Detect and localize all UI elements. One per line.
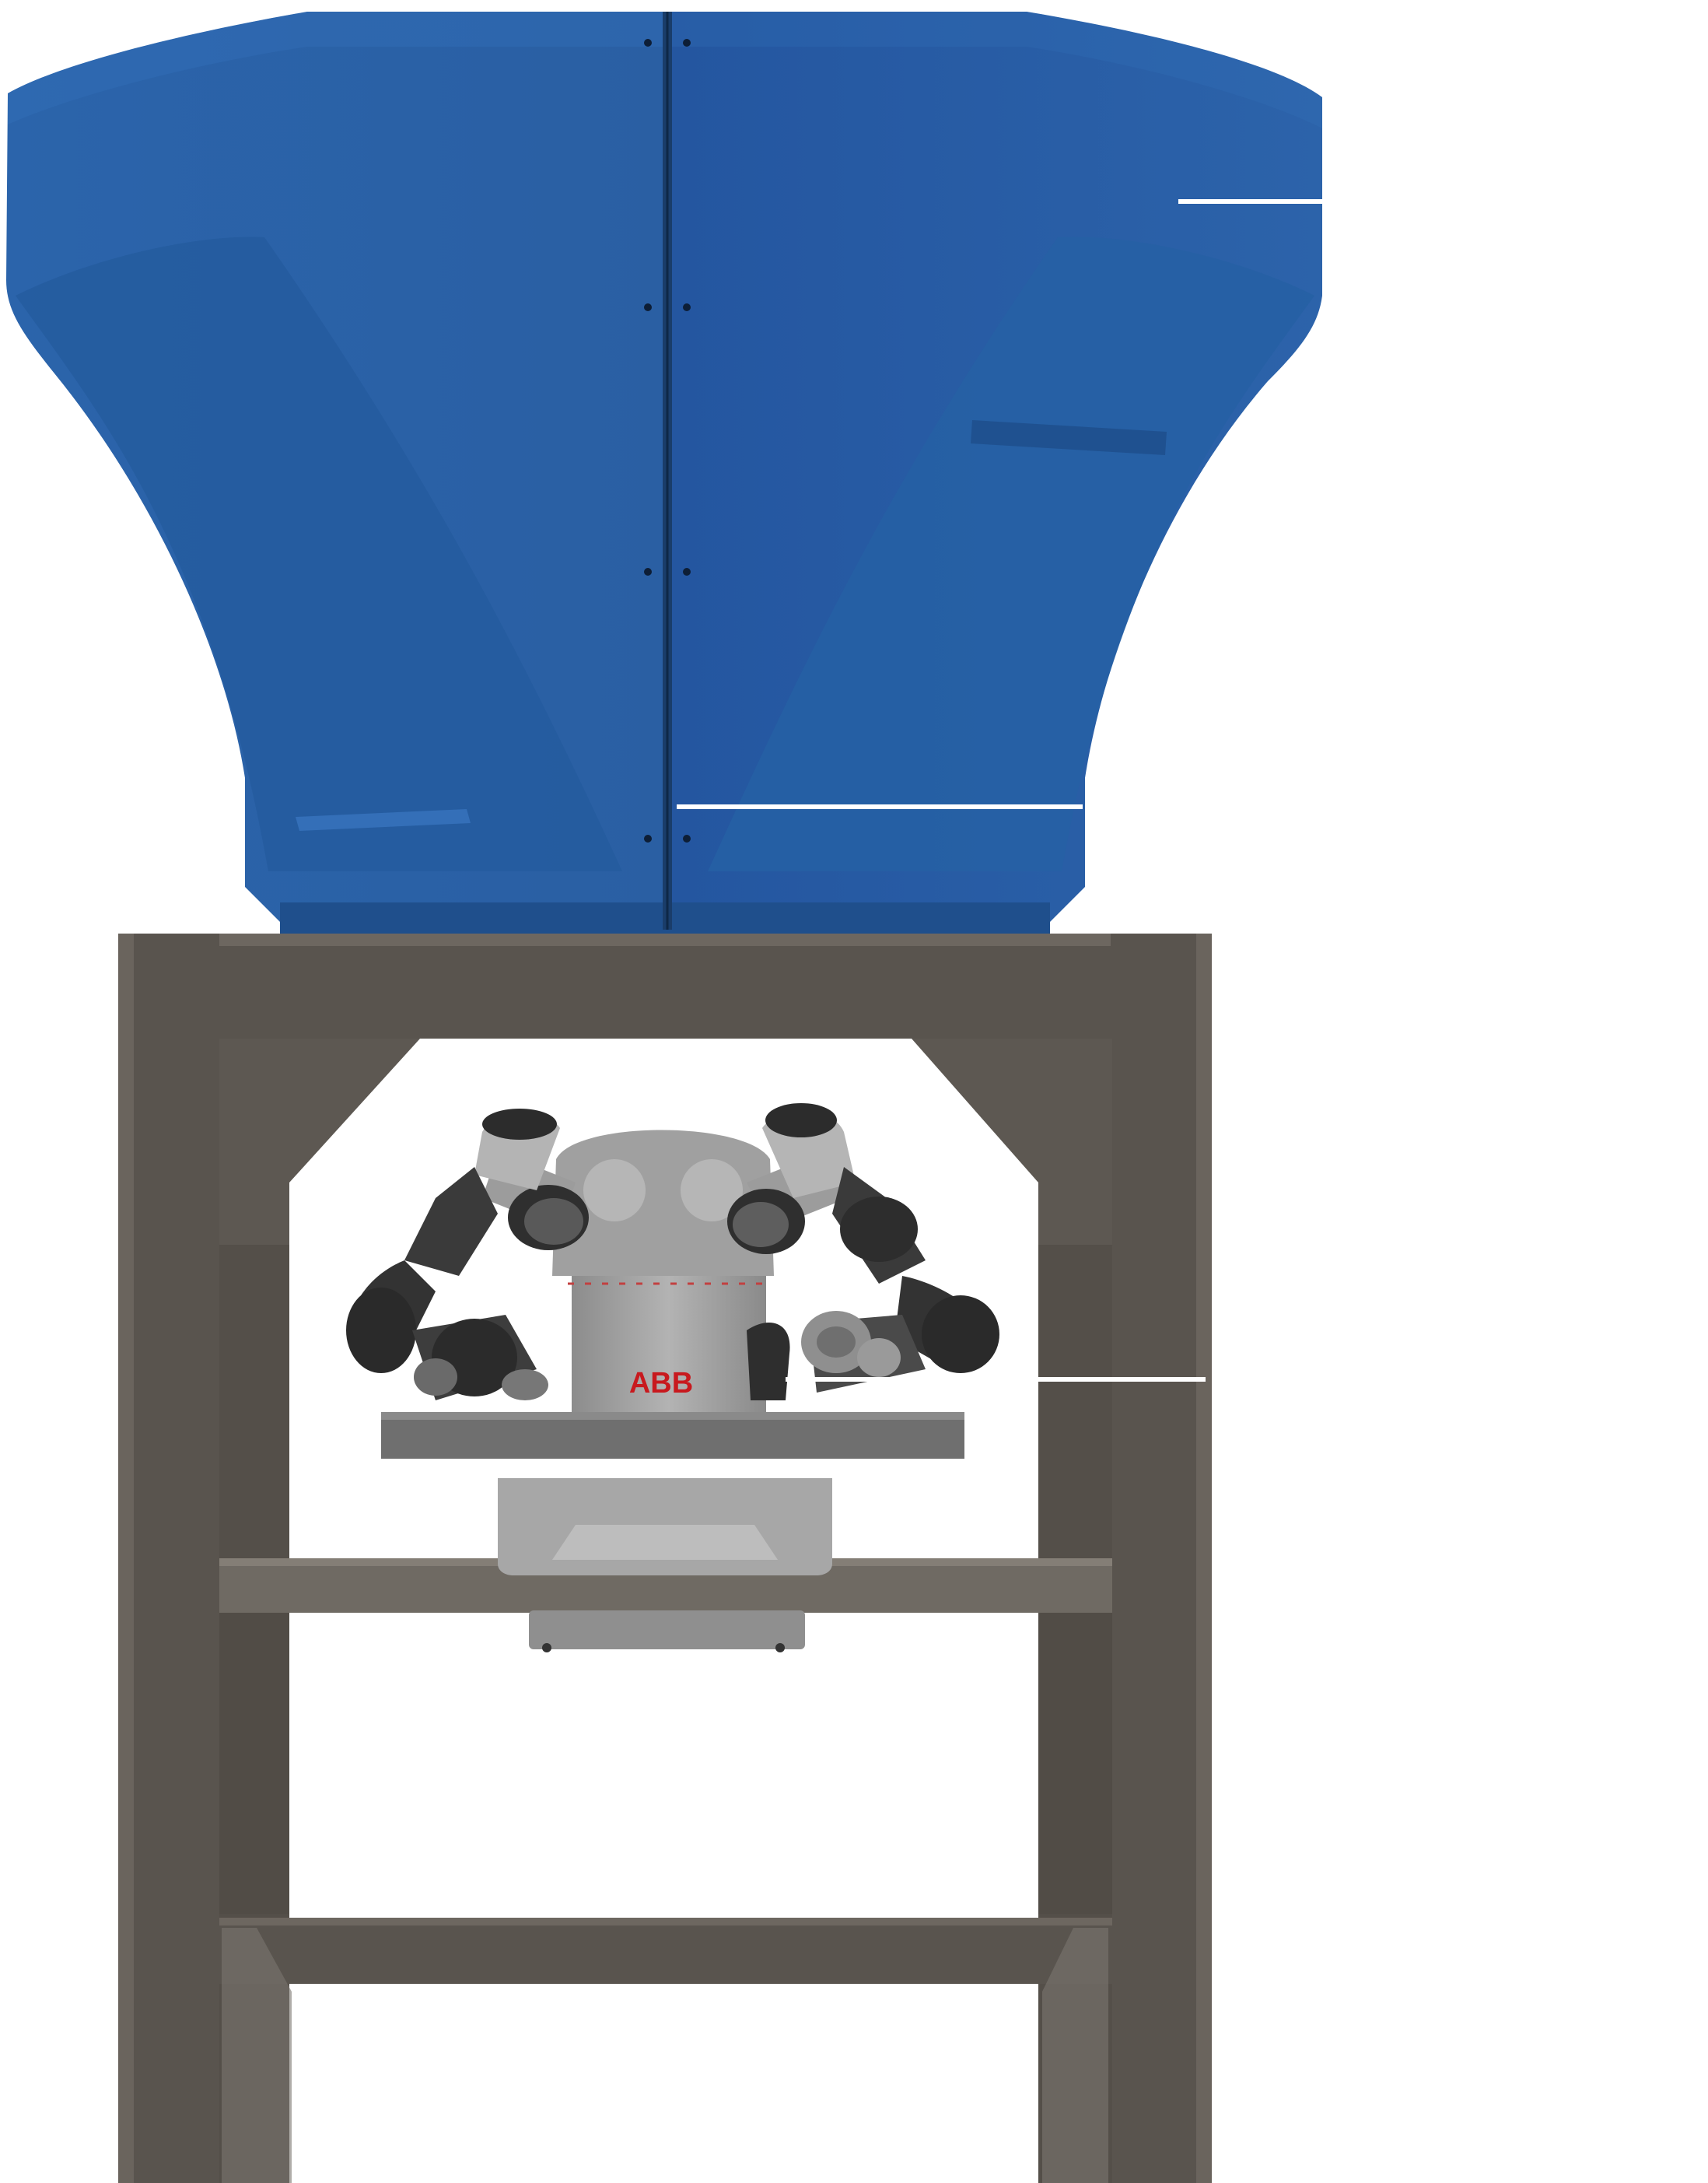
seam-bolts [644,39,691,843]
dual-arm-robot: ABB [346,1103,999,1652]
robot-pedestal [529,1610,805,1649]
frame-right-leg [1111,934,1212,2183]
robot-torso [572,1253,766,1412]
frame-lower-crossbar [219,1918,1112,1984]
robot-left-arm [346,1109,589,1400]
frame-left-leg [118,934,219,2183]
frame-top-beam [118,934,1211,1039]
blue-enclosure [6,12,1322,934]
callout-lines [677,199,1322,1382]
steel-frame [118,934,1212,2183]
enclosure-left-recess [16,237,622,871]
enclosure-right-recess [708,237,1314,871]
robot-right-arm [727,1103,999,1400]
robot-logo-text: ABB [629,1367,693,1400]
